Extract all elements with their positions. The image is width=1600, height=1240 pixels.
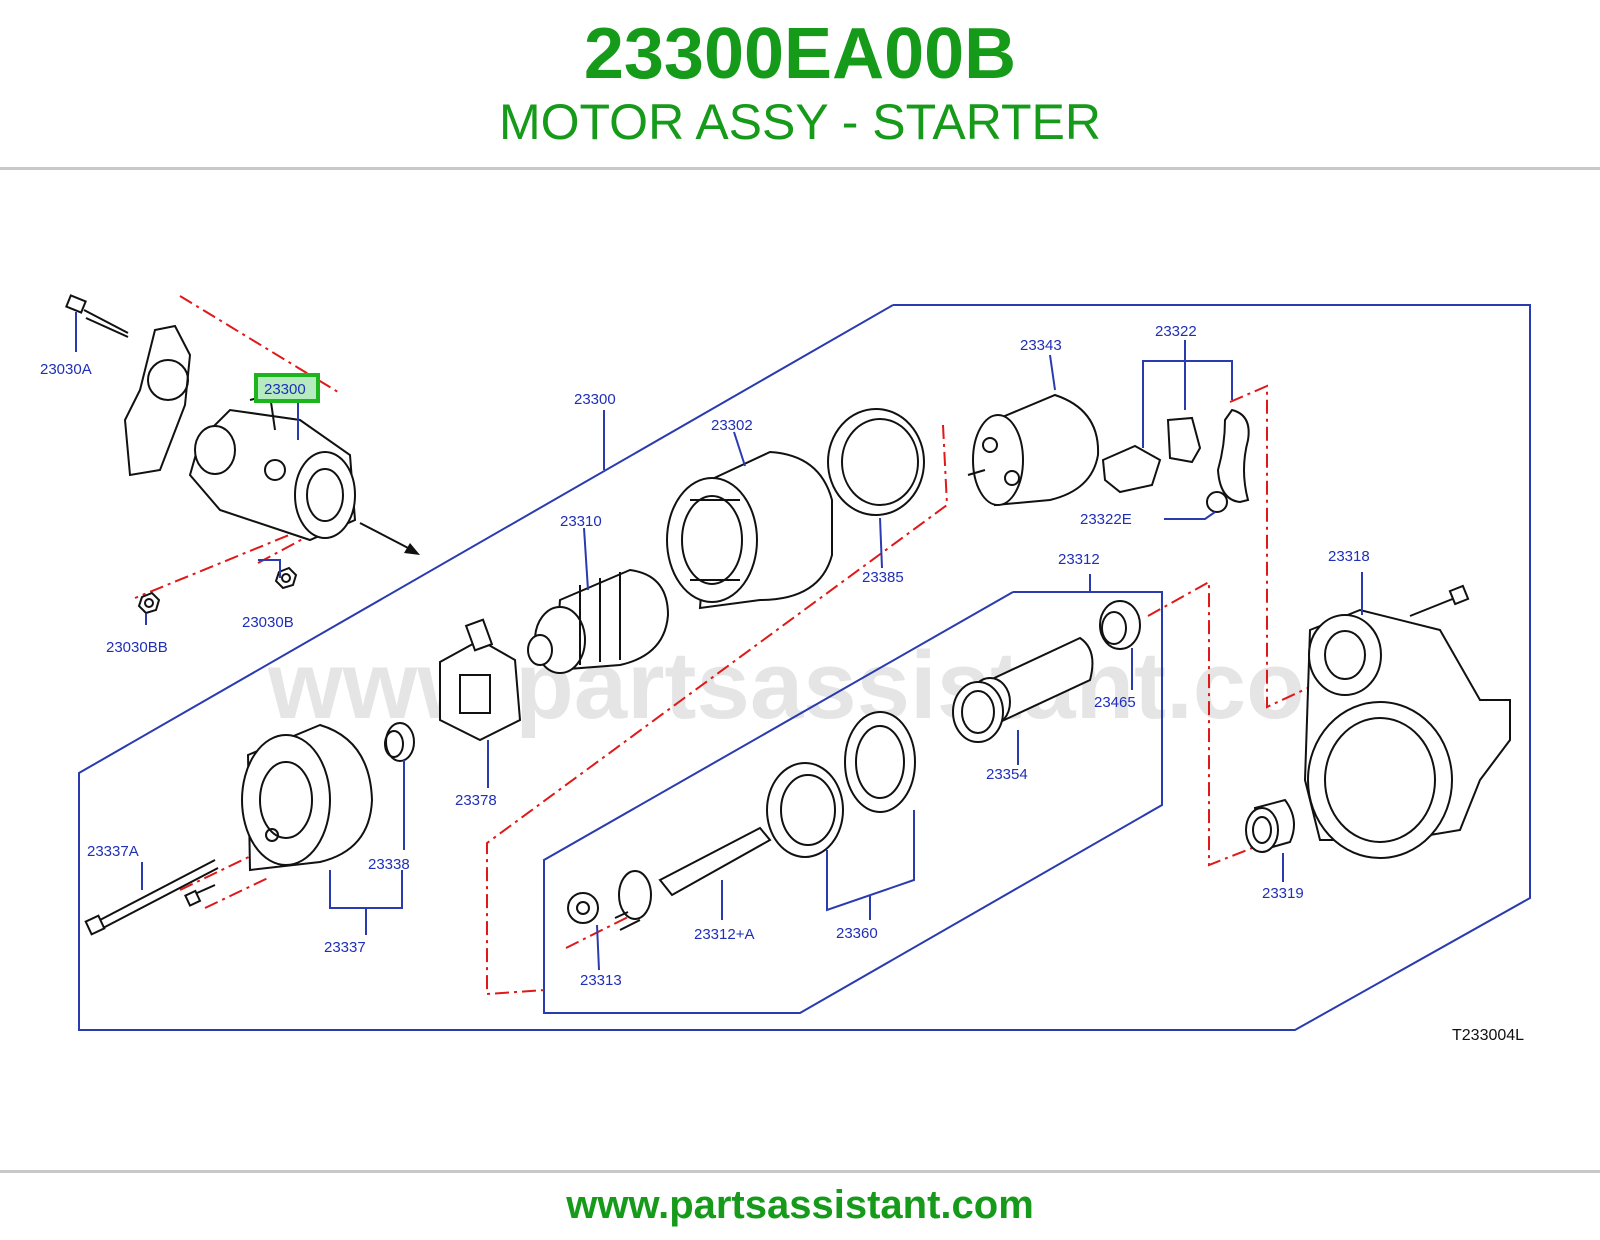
callout-23338[interactable]: 23338 xyxy=(368,856,410,873)
drawing-code: T233004L xyxy=(1452,1027,1524,1044)
callout-23030a[interactable]: 23030A xyxy=(40,361,92,378)
direction-arrow-head xyxy=(404,543,420,555)
starter-installed xyxy=(188,393,357,542)
screw-23337 xyxy=(184,884,216,907)
callout-23030b[interactable]: 23030B xyxy=(242,614,294,631)
centerline-upper xyxy=(486,424,949,996)
bushing-23338 xyxy=(384,722,415,762)
mounting-bolt-23030a xyxy=(65,294,129,338)
armature-23310 xyxy=(527,568,670,674)
parts-diagram: www.partsassistant.com xyxy=(40,294,1531,1044)
yoke-23302 xyxy=(666,450,833,610)
footer-divider xyxy=(0,1170,1600,1173)
brush-holder-23378 xyxy=(439,618,522,742)
header-divider xyxy=(0,167,1600,170)
callout-23378[interactable]: 23378 xyxy=(455,792,497,809)
callout-23302[interactable]: 23302 xyxy=(711,417,753,434)
assembly-outline xyxy=(78,304,1531,1031)
callout-23465[interactable]: 23465 xyxy=(1094,694,1136,711)
bearing-23465 xyxy=(1099,600,1141,650)
footer-url-link[interactable]: www.partsassistant.com xyxy=(566,1183,1034,1227)
centerline-screw xyxy=(204,877,269,909)
pinion-group-outline xyxy=(543,591,1163,1014)
direction-arrow-line xyxy=(359,522,413,551)
callout-23300[interactable]: 23300 xyxy=(574,391,616,408)
callout-23312a[interactable]: 23312+A xyxy=(694,926,754,943)
centerline-pinion xyxy=(1147,580,1266,867)
callout-23337a[interactable]: 23337A xyxy=(87,843,139,860)
centerline-right xyxy=(1229,384,1326,709)
callout-23354[interactable]: 23354 xyxy=(986,766,1028,783)
rear-cover-23337 xyxy=(241,723,374,872)
engine-bracket xyxy=(123,324,192,477)
highlight-callout-box xyxy=(254,373,320,403)
solenoid-23343 xyxy=(967,393,1100,507)
callout-23318[interactable]: 23318 xyxy=(1328,548,1370,565)
callout-23343[interactable]: 23343 xyxy=(1020,337,1062,354)
bearing-23319 xyxy=(1245,798,1295,853)
callout-23319[interactable]: 23319 xyxy=(1262,885,1304,902)
callout-23310[interactable]: 23310 xyxy=(560,513,602,530)
lever-set-23322 xyxy=(1101,408,1250,513)
pinion-gear-23313 xyxy=(567,892,599,924)
callout-23385[interactable]: 23385 xyxy=(862,569,904,586)
ring-23354 xyxy=(952,681,1004,743)
nut-23030bb xyxy=(137,591,161,615)
part-number-title: 23300EA00B xyxy=(583,14,1017,94)
callout-23312[interactable]: 23312 xyxy=(1058,551,1100,568)
callout-23322e[interactable]: 23322E xyxy=(1080,511,1132,528)
pinion-shaft-23312a xyxy=(614,826,772,931)
callout-23313[interactable]: 23313 xyxy=(580,972,622,989)
seal-ring-23385 xyxy=(827,408,925,516)
gear-assy-23360 xyxy=(766,711,916,858)
callout-23030bb[interactable]: 23030BB xyxy=(106,639,168,656)
callout-23360[interactable]: 23360 xyxy=(836,925,878,942)
front-housing-23318 xyxy=(1303,584,1511,859)
callout-23322[interactable]: 23322 xyxy=(1155,323,1197,340)
page-header: 23300EA00B MOTOR ASSY - STARTER xyxy=(0,0,1600,168)
part-name-subtitle: MOTOR ASSY - STARTER xyxy=(499,94,1101,150)
thru-bolt-23337a xyxy=(84,859,219,936)
callout-23300-highlighted[interactable]: 23300 xyxy=(264,381,306,398)
watermark-text: www.partsassistant.com xyxy=(267,632,1390,739)
callout-23337[interactable]: 23337 xyxy=(324,939,366,956)
